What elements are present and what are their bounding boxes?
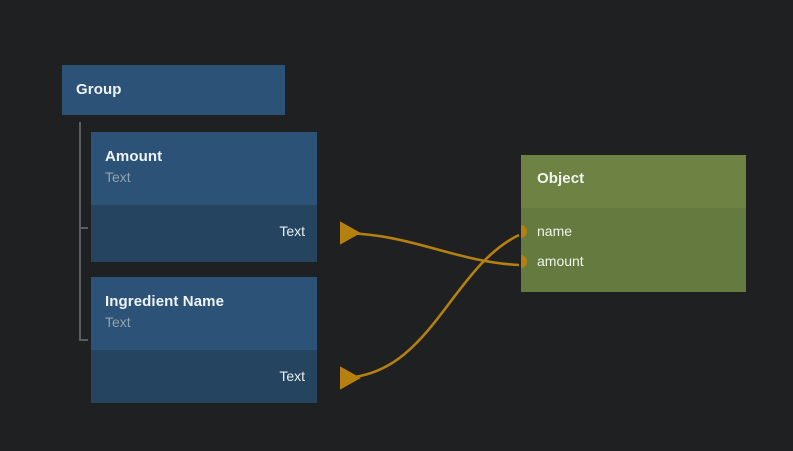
group-bracket-tick-ingredient [79, 339, 88, 341]
edge-amount-to-amount [339, 221, 520, 267]
edge-name-to-ingredient [339, 233, 520, 390]
node-ingredient-name-output-port[interactable]: Text [279, 368, 305, 384]
node-ingredient-name-title: Ingredient Name [105, 293, 225, 310]
node-amount[interactable]: Amount Text Text [91, 132, 317, 262]
node-ingredient-name[interactable]: Ingredient Name Text Text [91, 277, 317, 403]
node-group[interactable]: Group [62, 65, 285, 115]
node-ingredient-name-subtitle: Text [105, 314, 131, 330]
node-object-property-amount[interactable]: amount [521, 253, 746, 283]
node-object-property-amount-label: amount [537, 253, 584, 269]
node-object-property-name-label: name [537, 223, 573, 239]
node-amount-title: Amount [105, 148, 163, 165]
node-ingredient-name-body: Text [91, 350, 317, 403]
port-dot-icon-amount[interactable] [521, 255, 527, 268]
node-object-body: name amount [521, 208, 746, 292]
node-group-title: Group [76, 81, 122, 98]
node-amount-output-port[interactable]: Text [279, 223, 305, 239]
group-bracket-tick-amount [79, 227, 88, 229]
node-object-header[interactable]: Object [521, 155, 746, 208]
node-object-property-name[interactable]: name [521, 223, 746, 253]
node-amount-body: Text [91, 205, 317, 262]
node-object-title: Object [537, 170, 585, 187]
port-dot-icon-name[interactable] [521, 225, 527, 238]
group-bracket-vertical-line [79, 122, 81, 341]
node-object[interactable]: Object name amount [521, 155, 746, 292]
node-ingredient-name-header[interactable]: Ingredient Name Text [91, 277, 317, 350]
node-group-header[interactable]: Group [62, 65, 285, 115]
node-amount-header[interactable]: Amount Text [91, 132, 317, 205]
node-amount-subtitle: Text [105, 169, 131, 185]
